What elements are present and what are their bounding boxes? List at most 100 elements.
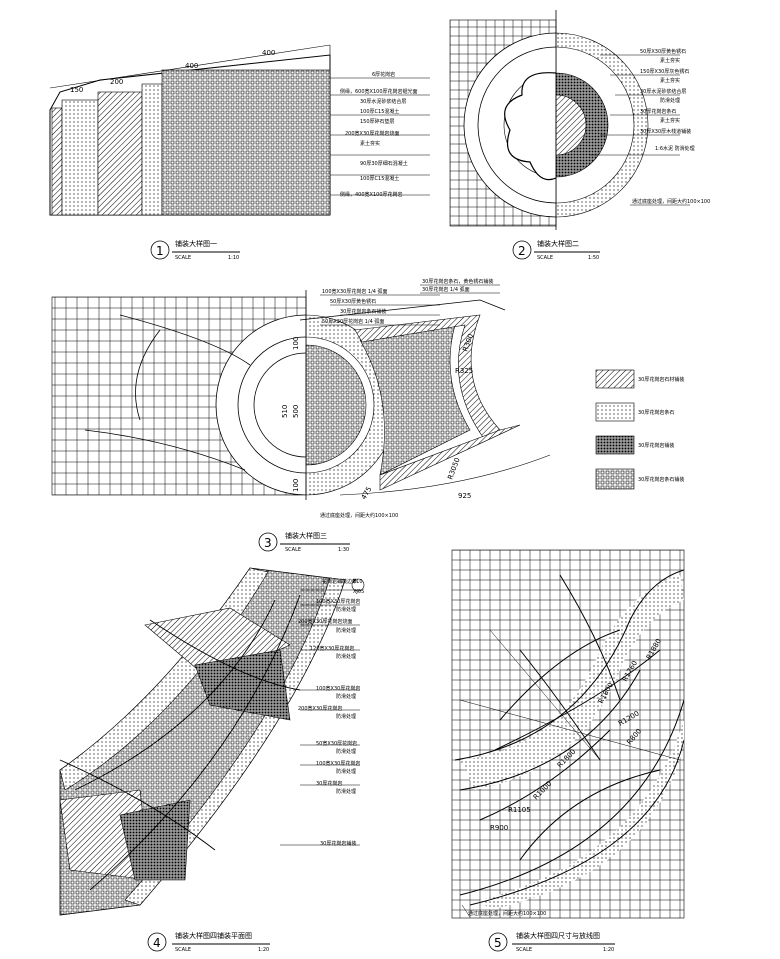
p3-scale-word: SCALE — [285, 547, 301, 553]
p5-dim-5: R900 — [490, 824, 508, 832]
p4-scale-word: SCALE — [175, 947, 191, 953]
p4-label-11: 50宽X30厚花岗岩 — [316, 740, 357, 747]
panel-1-title: 1 铺装大样图一 SCALE 1:10 — [150, 239, 240, 261]
p1-label-3: 100厚C15混凝土 — [360, 108, 399, 115]
p4-number: 4 — [153, 936, 161, 950]
p3-scale-val: 1:30 — [338, 547, 349, 553]
p2-scale-val: 1:50 — [588, 255, 599, 261]
p5-scale-val: 1:20 — [603, 947, 614, 953]
panel-4-title: 4 铺装大样图四铺装平面图 SCALE 1:20 — [147, 931, 270, 953]
p4-label-10: 防滑处理 — [336, 713, 356, 720]
p4-label-15: 30厚花岗岩 — [316, 780, 342, 787]
p4-callout-bot: XJ05 — [353, 589, 364, 595]
material-legend: 30厚花岗岩石材铺装 30厚花岗岩条石 30厚花岗岩铺装 30厚花岗岩条石铺装 — [595, 369, 684, 490]
p3-dim-4: 925 — [458, 492, 471, 500]
p5-number: 5 — [494, 936, 502, 950]
p1-label-4: 150厚碎石垫层 — [360, 118, 395, 125]
p2-label-4: 30厚水泥砂浆结合层 — [640, 88, 686, 95]
panel-5-detail: R1880 R1760 R1800 R1200 R1105 R900 R1800… — [451, 549, 685, 919]
p1-dim-0: 150 — [70, 86, 83, 94]
p1-dim-1: 200 — [110, 78, 123, 86]
p3-label-1: 30厚花岗岩条石，黄色锈石铺装 — [422, 278, 493, 285]
p3-dim-7: 100 — [292, 337, 300, 350]
p2-label-6: 30厚花岗岩条石 — [640, 108, 676, 115]
p4-label-1: 100宽X30厚花岗岩 — [316, 598, 360, 605]
p4-label-0: 花岗岩铺装边带 — [322, 578, 357, 585]
panel-5-title: 5 铺装大样图四尺寸与放线图 SCALE 1:20 — [488, 931, 615, 953]
p3-dim-2: R3050 — [446, 457, 461, 481]
p4-label-6: 防滑处理 — [336, 653, 356, 660]
panel-4-detail: E10 XJ05 花岗岩铺装边带 100宽X30厚花岗岩 防滑处理 200宽X3… — [59, 567, 365, 916]
p4-label-17: 30厚花岗岩铺装 — [320, 840, 356, 847]
p4-label-2: 防滑处理 — [336, 606, 356, 613]
legend-swatch-0 — [595, 369, 635, 389]
p1-scale-val: 1:10 — [228, 255, 239, 261]
p2-label-1: 素土夯实 — [660, 57, 680, 64]
p1-number: 1 — [156, 244, 164, 258]
p4-label-9: 200宽X30厚花岗岩 — [298, 705, 342, 712]
p3-label-6: 通过底座处理，间距大约100×100 — [320, 512, 398, 519]
panel-2-detail: 50厚X30厚黄色锈石 素土夯实 150厚X30厚灰色锈石 素土夯实 30厚水泥… — [449, 10, 710, 230]
p2-label-2: 150厚X30厚灰色锈石 — [640, 68, 689, 75]
legend-label-3: 30厚花岗岩条石铺装 — [638, 476, 684, 483]
p3-label-4: 30厚花岗岩条石铺装 — [340, 308, 386, 315]
p1-label-1: 侧缘，600宽X100厚花岗岩锯光面 — [340, 88, 418, 95]
p3-dim-0: R325 — [455, 367, 473, 375]
p5-note: 通过底座处理，间距大约100×100 — [468, 910, 546, 917]
p3-dim-8: 100 — [292, 479, 300, 492]
p4-scale-val: 1:20 — [258, 947, 269, 953]
legend-swatch-2 — [595, 435, 635, 455]
p2-label-0: 50厚X30厚黄色锈石 — [640, 48, 686, 55]
p1-label-5: 200宽X30厚花岗岩烧面 — [345, 130, 399, 137]
p4-title: 铺装大样图四铺装平面图 — [175, 931, 252, 940]
legend-swatch-3 — [595, 468, 635, 490]
p4-label-14: 防滑处理 — [336, 768, 356, 775]
p1-label-2: 30厚水泥砂浆结合层 — [360, 98, 406, 105]
p1-label-7: 90厚30厚细石混凝土 — [360, 160, 408, 167]
p2-label-10: 通过底座处理，间距大约100×100 — [632, 198, 710, 205]
p3-label-5: 50厚X30厚花岗岩 1/4 弧面 — [322, 318, 384, 325]
p3-label-0: 100宽X30厚花岗岩 1/4 弧面 — [322, 288, 388, 295]
p3-dim-6: 500 — [292, 405, 300, 418]
p3-label-3: 30厚花岗岩 1/4 弧面 — [422, 286, 470, 293]
panel-1-detail: 150 200 400 400 6厚花岗岩 侧缘，600宽X100厚花岗岩锯光面… — [49, 44, 430, 216]
p2-label-3: 素土夯实 — [660, 77, 680, 84]
p1-title: 铺装大样图一 — [175, 239, 217, 248]
p5-dim-4: R1105 — [508, 806, 531, 814]
p1-scale-word: SCALE — [175, 255, 191, 261]
p4-label-8: 防滑处理 — [336, 693, 356, 700]
p4-label-3: 200宽X30厚花岗岩烧面 — [298, 618, 352, 625]
p1-label-0: 6厚花岗岩 — [372, 71, 395, 78]
p3-number: 3 — [264, 536, 272, 550]
p3-label-2: 50厚X30厚黄色锈石 — [330, 298, 376, 305]
p4-label-16: 防滑处理 — [336, 788, 356, 795]
p5-scale-word: SCALE — [516, 947, 532, 953]
p1-label-9: 侧缘，400宽X100厚花岗岩 — [340, 191, 403, 198]
legend-label-1: 30厚花岗岩条石 — [638, 409, 674, 416]
p4-label-13: 100宽X30厚花岗岩 — [316, 760, 360, 767]
panel-2-title: 2 铺装大样图二 SCALE 1:50 — [512, 239, 600, 261]
p1-label-6: 素土夯实 — [360, 140, 380, 147]
p2-label-8: 30厚X30厚木栈道铺装 — [640, 128, 691, 135]
p3-dim-5: 510 — [281, 405, 289, 418]
p5-title: 铺装大样图四尺寸与放线图 — [516, 931, 600, 940]
p2-label-9: 1:6水泥 防滑处理 — [655, 145, 695, 152]
p3-title: 铺装大样图三 — [285, 531, 327, 540]
panel-3-detail: 100宽X30厚花岗岩 1/4 弧面 30厚花岗岩条石，黄色锈石铺装 50厚X3… — [51, 278, 551, 519]
p2-scale-word: SCALE — [537, 255, 553, 261]
p1-label-8: 100厚C15混凝土 — [360, 175, 399, 182]
p2-label-7: 素土夯实 — [660, 117, 680, 124]
legend-swatch-1 — [595, 402, 635, 422]
p4-label-4: 防滑处理 — [336, 627, 356, 634]
p2-number: 2 — [518, 244, 526, 258]
p2-label-5: 防滑处理 — [660, 97, 680, 104]
p4-label-7: 100宽X30厚花岗岩 — [316, 685, 360, 692]
legend-label-2: 30厚花岗岩铺装 — [638, 442, 674, 449]
p1-dim-2: 400 — [185, 62, 198, 70]
p4-callout-top: E10 — [353, 579, 363, 585]
p2-title: 铺装大样图二 — [537, 239, 579, 248]
legend-label-0: 30厚花岗岩石材铺装 — [638, 376, 684, 383]
p1-dim-3: 400 — [262, 49, 275, 57]
panel-3-title: 3 铺装大样图三 SCALE 1:30 — [258, 531, 350, 553]
